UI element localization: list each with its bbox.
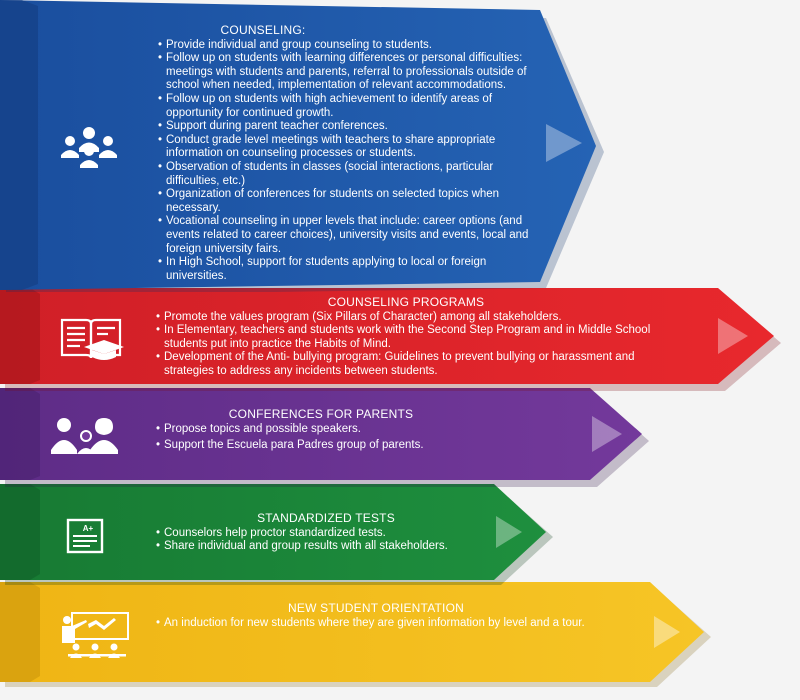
list-item: Support the Escuela para Padres group of…: [156, 439, 536, 453]
list-item: Provide individual and group counseling …: [158, 39, 538, 53]
list-item: Vocational counseling in upper levels th…: [158, 215, 538, 256]
test-grade: A+: [83, 524, 94, 533]
tests-list: Counselors help proctor standardized tes…: [156, 527, 526, 554]
programs-band: COUNSELING PROGRAMS Promote the values p…: [0, 282, 800, 394]
programs-title: COUNSELING PROGRAMS: [327, 295, 485, 309]
graded-test-icon: A+: [66, 518, 104, 554]
list-item: Propose topics and possible speakers.: [156, 423, 536, 437]
list-item: Follow up on students with learning diff…: [158, 52, 538, 93]
group-meeting-icon: [61, 127, 117, 168]
orientation-content: NEW STUDENT ORIENTATION An induction for…: [156, 601, 606, 631]
orientation-title: NEW STUDENT ORIENTATION: [288, 601, 464, 615]
orientation-list: An induction for new students where they…: [156, 617, 606, 631]
parents-content: CONFERENCES FOR PARENTS Propose topics a…: [156, 407, 536, 456]
list-item: Counselors help proctor standardized tes…: [156, 527, 526, 541]
programs-list: Promote the values program (Six Pillars …: [156, 311, 656, 379]
orientation-play-icon: [654, 616, 680, 648]
programs-content: COUNSELING PROGRAMS Promote the values p…: [156, 295, 656, 379]
parents-icon: [51, 418, 118, 454]
counseling-band: COUNSELING: Provide individual and group…: [0, 0, 800, 292]
list-item: Support during parent teacher conference…: [158, 120, 538, 134]
programs-play-icon: [718, 318, 748, 354]
orientation-arrow-shape: [0, 582, 711, 687]
tests-band: A+ STANDARDIZED TESTS Counselors help pr…: [0, 480, 800, 586]
counseling-play-icon: [546, 124, 582, 162]
tests-title: STANDARDIZED TESTS: [257, 511, 395, 525]
list-item: Follow up on students with high achievem…: [158, 93, 538, 120]
list-item: In High School, support for students app…: [158, 256, 538, 283]
list-item: In Elementary, teachers and students wor…: [156, 324, 656, 351]
parents-play-icon: [592, 416, 622, 452]
parents-band: CONFERENCES FOR PARENTS Propose topics a…: [0, 384, 800, 488]
orientation-band: NEW STUDENT ORIENTATION An induction for…: [0, 578, 800, 700]
list-item: Share individual and group results with …: [156, 540, 526, 554]
tests-content: STANDARDIZED TESTS Counselors help proct…: [156, 511, 526, 554]
list-item: Conduct grade level meetings with teache…: [158, 134, 538, 161]
parents-title: CONFERENCES FOR PARENTS: [228, 407, 414, 421]
parents-list: Propose topics and possible speakers. Su…: [156, 423, 536, 453]
counseling-content: COUNSELING: Provide individual and group…: [158, 23, 538, 284]
book-graduation-cap-icon: [60, 318, 124, 360]
classroom-presentation-icon: [62, 612, 129, 658]
list-item: Organization of conferences for students…: [158, 188, 538, 215]
list-item: Observation of students in classes (soci…: [158, 161, 538, 188]
list-item: An induction for new students where they…: [156, 617, 606, 631]
list-item: Promote the values program (Six Pillars …: [156, 311, 656, 325]
list-item: Development of the Anti- bullying progra…: [156, 351, 656, 378]
counseling-title: COUNSELING:: [220, 23, 306, 37]
counseling-list: Provide individual and group counseling …: [158, 39, 538, 284]
